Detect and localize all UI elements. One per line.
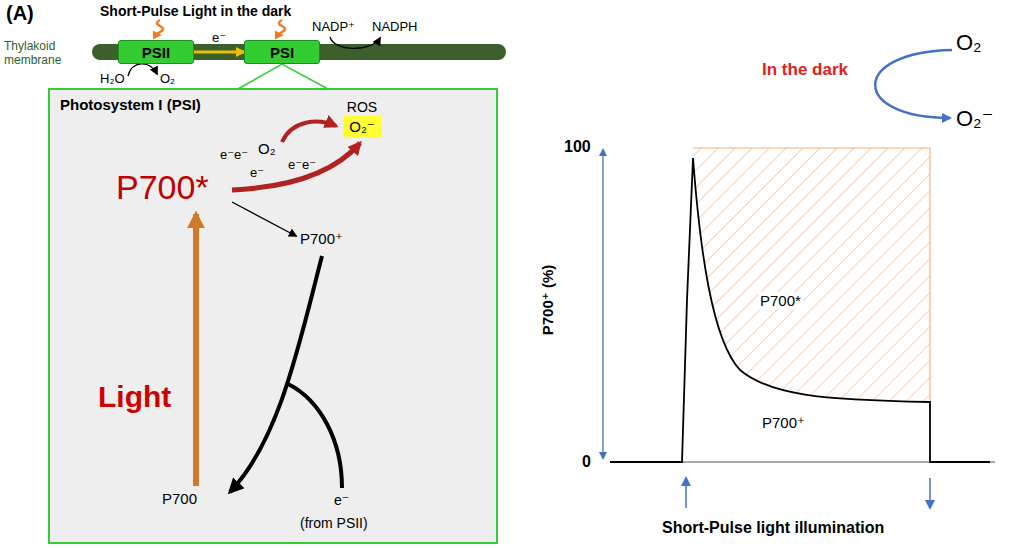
hatch-outline	[693, 148, 930, 402]
photosystem-box: PSI	[244, 40, 320, 64]
water-arc	[128, 64, 157, 76]
light-wave	[279, 20, 285, 35]
photosystem-name: PSI	[270, 44, 294, 61]
zoom-callout-line	[238, 64, 328, 89]
ros-box: ROSO₂⁻	[336, 98, 388, 138]
reduction-arrow	[230, 256, 322, 492]
panel-heading: Photosystem I (PSI)	[60, 96, 201, 113]
axis-tick: 0	[582, 453, 591, 471]
molecule-label: NADP⁺	[312, 20, 355, 35]
electron-label: e⁻	[334, 492, 349, 508]
electron-transfer-arrow	[194, 51, 244, 54]
area-label: P700*	[758, 292, 803, 309]
photosystem-box: PSII	[118, 40, 194, 64]
edge-label: e⁻	[212, 31, 226, 46]
figure-heading: Short-Pulse Light in the dark	[100, 3, 291, 19]
membrane-label: Thylakoid membrane	[4, 40, 90, 68]
source-label: (from PSII)	[300, 515, 368, 531]
molecule-label: NADPH	[372, 20, 418, 35]
electron-label: e⁻	[250, 166, 264, 181]
axis-caption: Short-Pulse light illumination	[662, 519, 884, 537]
pulse-off-arrow	[929, 478, 931, 508]
p700-oxidized: P700⁺	[300, 230, 343, 247]
molecule-label: O₂⁻	[956, 106, 993, 131]
electron-arrow	[232, 143, 360, 190]
axis-arrow	[602, 152, 603, 456]
molecule-label: O₂	[258, 140, 276, 157]
chart-heading: In the dark	[762, 60, 848, 80]
panel-letter: (A)	[6, 2, 34, 25]
molecule-label: O₂	[160, 72, 175, 87]
molecule-label: O₂	[956, 30, 982, 55]
light-label: Light	[98, 380, 171, 415]
photosystem-name: PSII	[142, 44, 170, 61]
light-wave	[157, 20, 163, 35]
electron-label: e⁻e⁻	[288, 158, 316, 173]
electron-arrow	[282, 122, 336, 142]
pulse-on-arrow	[685, 478, 687, 508]
oxidation-arrow	[232, 202, 296, 236]
electron-supply-line	[288, 384, 342, 488]
electron-label: e⁻e⁻	[220, 148, 248, 163]
ros-heading: ROS	[347, 98, 377, 116]
axis-title: P700⁺ (%)	[539, 265, 556, 335]
trace-label: P700⁺	[762, 414, 805, 431]
nadp-arc	[330, 37, 380, 48]
p700-excited: P700*	[116, 168, 209, 207]
superoxide-label: O₂⁻	[343, 116, 380, 138]
molecule-label: H₂O	[100, 72, 125, 87]
p700-trace	[610, 158, 990, 462]
reduction-arrow	[875, 50, 952, 118]
hatched-area	[693, 148, 930, 402]
axis-tick: 100	[564, 138, 591, 156]
excitation-arrow	[193, 214, 199, 486]
p700-ground: P700	[162, 490, 197, 507]
